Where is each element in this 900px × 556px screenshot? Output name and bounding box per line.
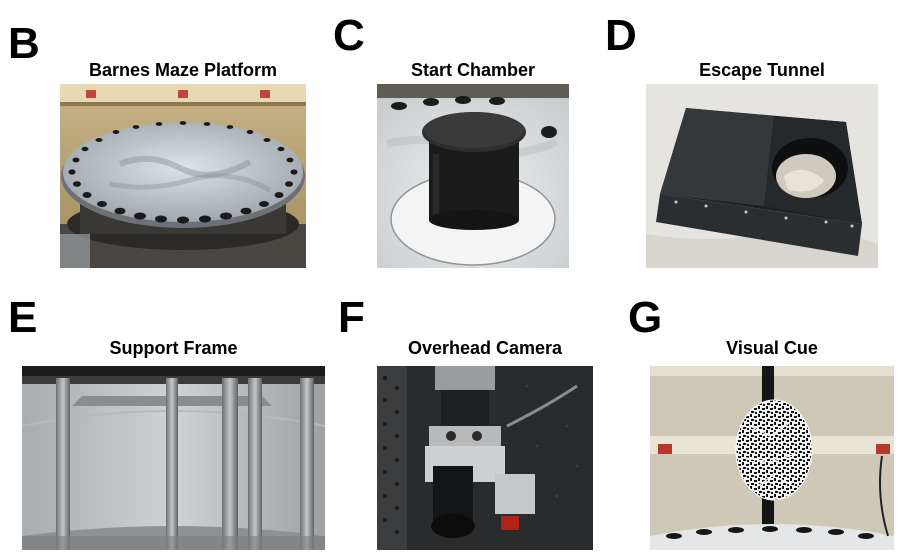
panel-title-support-frame: Support Frame xyxy=(109,338,238,358)
start-chamber-photo xyxy=(377,84,569,268)
panel-title-start-chamber: Start Chamber xyxy=(410,60,536,80)
support-frame-photo xyxy=(22,366,325,550)
panel-title-barnes-maze-platform: Barnes Maze Platform xyxy=(88,60,278,80)
panel-title-escape-tunnel: Escape Tunnel xyxy=(699,60,825,80)
panel-letter-g: G xyxy=(628,293,663,342)
panel-title-overhead-camera: Overhead Camera xyxy=(407,338,563,358)
panel-letter-b: B xyxy=(8,19,40,68)
visual-cue-photo xyxy=(650,366,894,550)
escape-tunnel-photo xyxy=(646,84,878,268)
panel-letter-e: E xyxy=(8,293,38,342)
panel-letter-f: F xyxy=(338,293,365,342)
barnes-maze-platform-photo xyxy=(60,84,306,268)
panel-letter-c: C xyxy=(333,11,365,60)
overhead-camera-photo xyxy=(377,366,593,550)
panel-title-visual-cue: Visual Cue xyxy=(726,338,818,358)
panel-letter-d: D xyxy=(605,11,637,60)
